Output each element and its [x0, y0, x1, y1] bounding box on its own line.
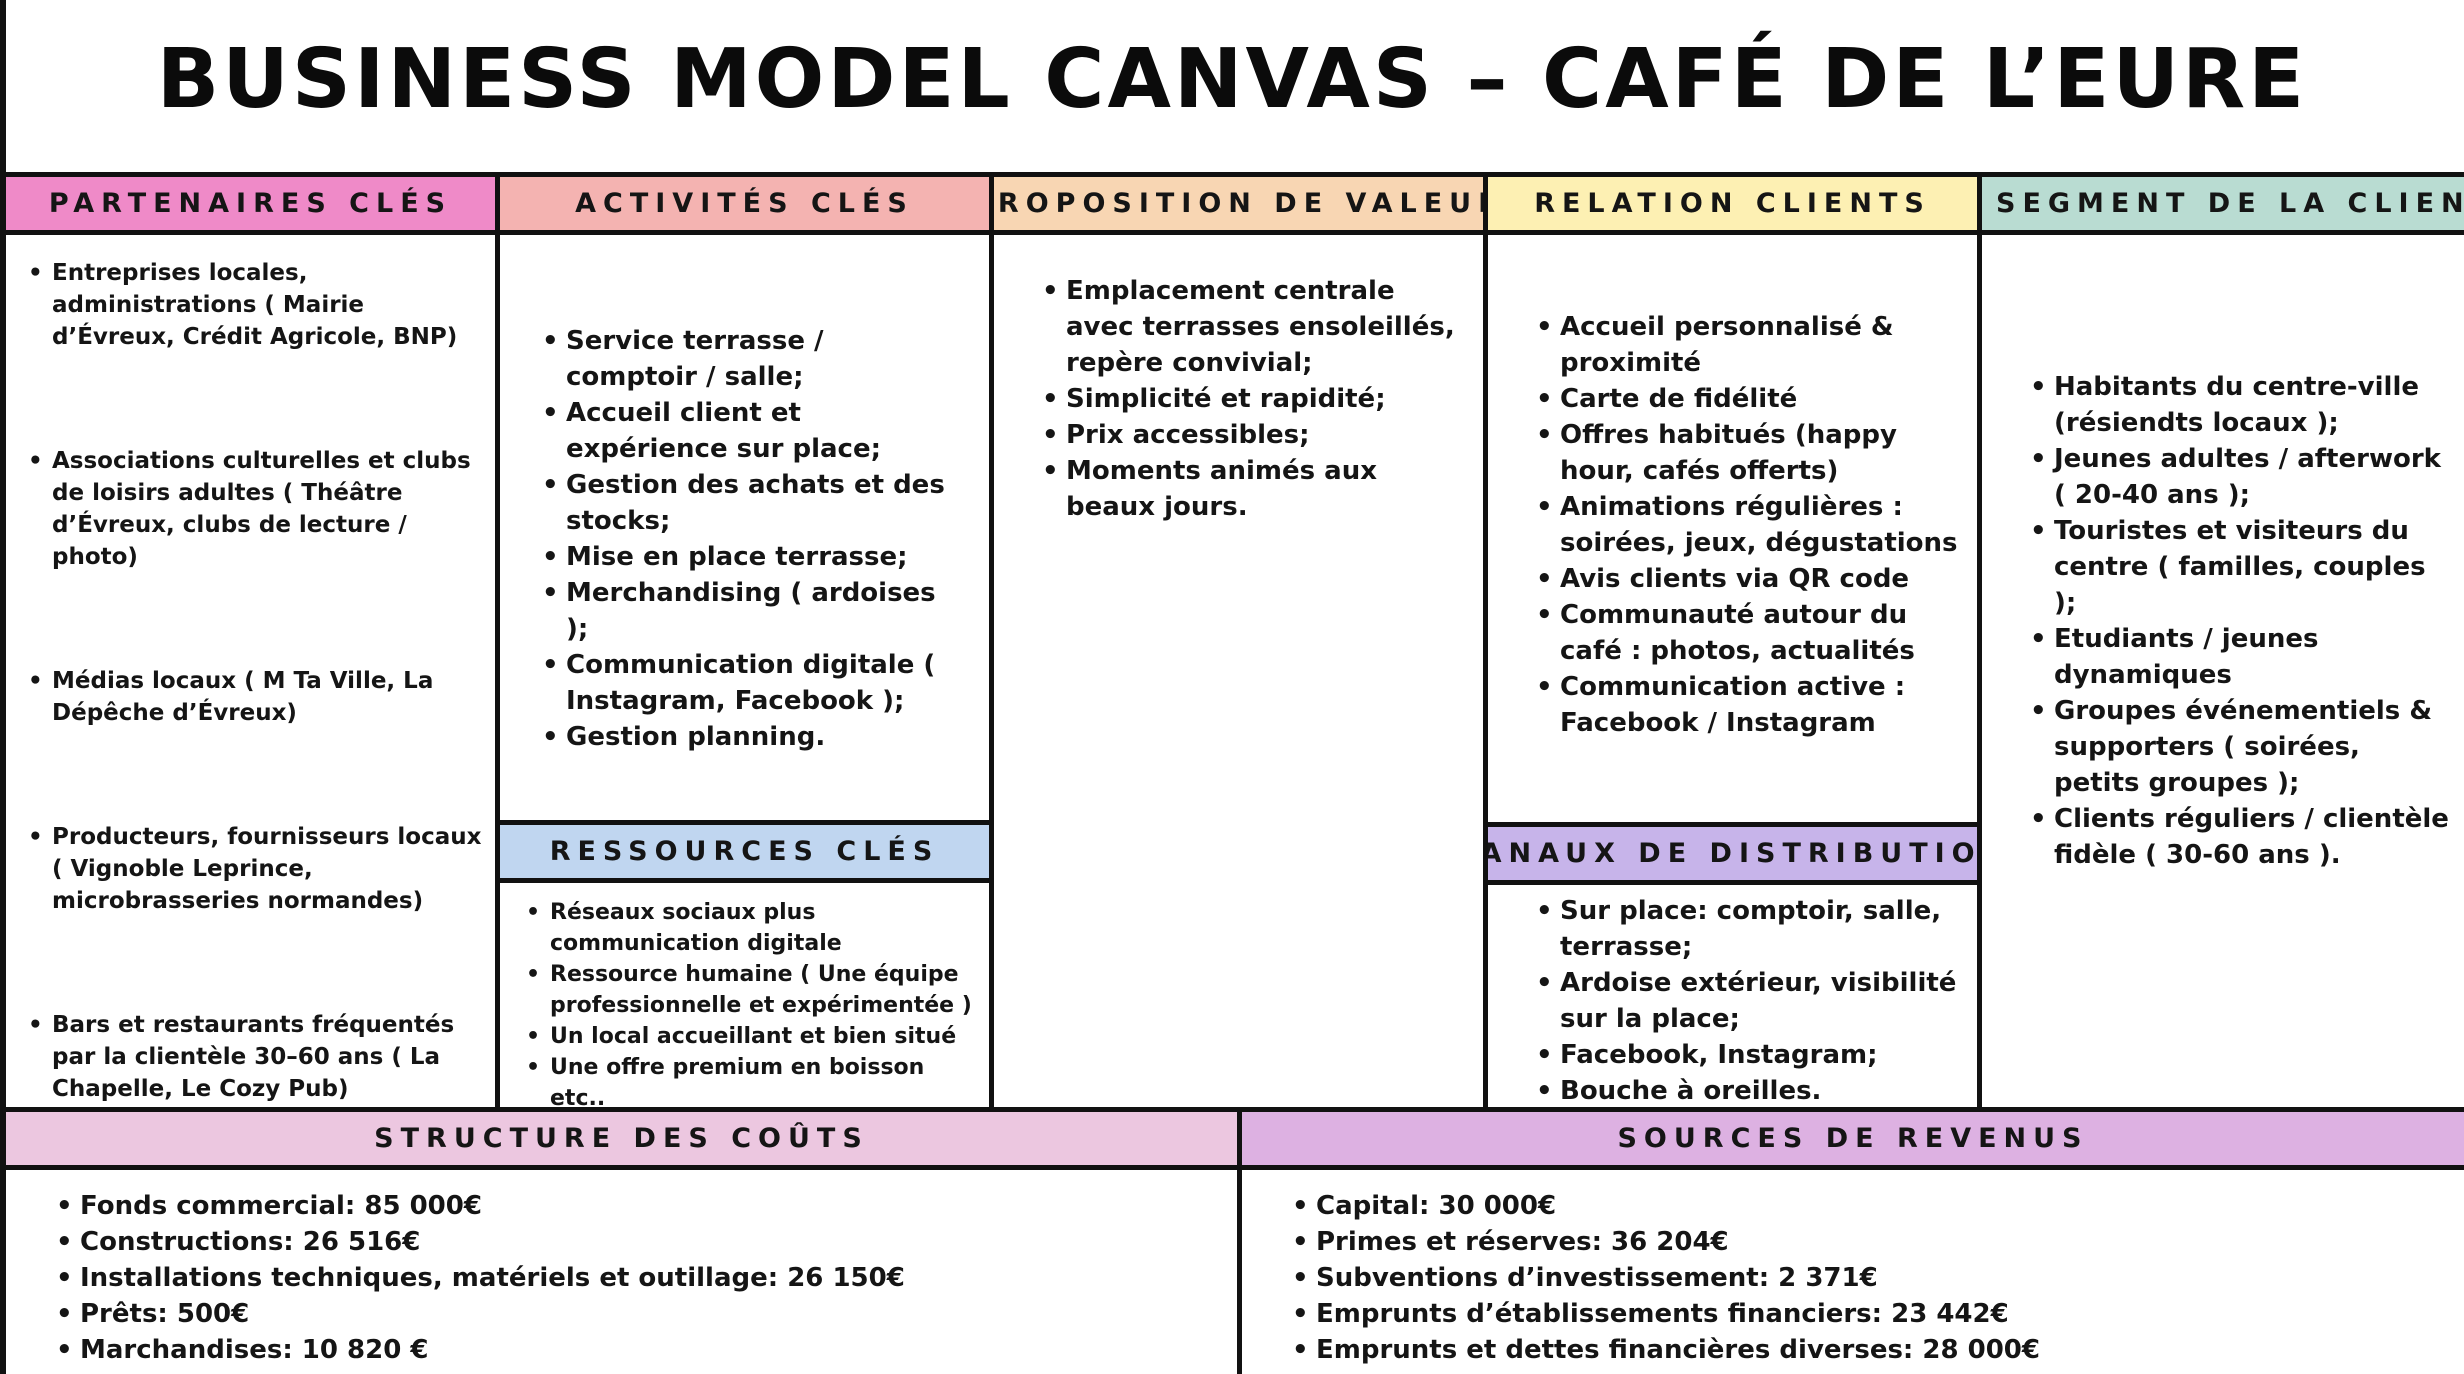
- list-item: Un local accueillant et bien situé: [524, 1021, 979, 1052]
- list-item: Gestion des achats et des stocks;: [540, 467, 963, 539]
- list-item: Sur place: comptoir, salle, terrasse;: [1534, 893, 1959, 965]
- list-item: Habitants du centre-ville (résiendts loc…: [2028, 369, 2452, 441]
- page-title: BUSINESS MODEL CANVAS – CAFÉ DE L’EURE: [156, 32, 2308, 127]
- list-item: Ressource humaine ( Une équipe professio…: [524, 959, 979, 1021]
- list-item: Simplicité et rapidité;: [1040, 381, 1461, 417]
- list-item: Associations culturelles et clubs de loi…: [26, 445, 485, 573]
- channels-list: Sur place: comptoir, salle, terrasse;Ard…: [1534, 893, 1959, 1107]
- page-left-border: [0, 0, 6, 1374]
- list-item: Service terrasse / comptoir / salle;: [540, 323, 963, 395]
- block-key-partners: Partenaires clés Entreprises locales, ad…: [6, 177, 500, 1112]
- list-item: Réseaux sociaux plus communication digit…: [524, 897, 979, 959]
- list-item: Merchandising ( ardoises );: [540, 575, 963, 647]
- list-item: Emplacement centrale avec terrasses enso…: [1040, 273, 1461, 381]
- list-item: Primes et réserves: 36 204€: [1290, 1224, 2444, 1260]
- list-item: Capital: 30 000€: [1290, 1188, 2444, 1224]
- list-item: Bars et restaurants fréquentés par la cl…: [26, 1009, 485, 1105]
- list-item: Groupes événementiels & supporters ( soi…: [2028, 693, 2452, 801]
- list-item: Ardoise extérieur, visibilité sur la pla…: [1534, 965, 1959, 1037]
- list-item: Accueil personnalisé & proximité: [1534, 309, 1959, 381]
- list-item: Une offre premium en boisson etc..: [524, 1052, 979, 1107]
- customer-relationships-list: Accueil personnalisé & proximitéCarte de…: [1534, 309, 1959, 741]
- block-customer-relationships: Relation clients Accueil personnalisé & …: [1488, 177, 1982, 827]
- list-item: Fonds commercial: 85 000€: [54, 1188, 1217, 1224]
- cost-structure-header: Structure des coûts: [6, 1112, 1237, 1170]
- list-item: Marchandises: 10 820 €: [54, 1332, 1217, 1368]
- list-item: Jeunes adultes / afterwork ( 20-40 ans )…: [2028, 441, 2452, 513]
- list-item: Communauté autour du café : photos, actu…: [1534, 597, 1959, 669]
- list-item: Prêts: 500€: [54, 1296, 1217, 1332]
- revenue-streams-header: Sources de revenus: [1242, 1112, 2464, 1170]
- block-key-activities: Activités clés Service terrasse / compto…: [500, 177, 994, 825]
- list-item: Constructions: 26 516€: [54, 1224, 1217, 1260]
- list-item: Communication active : Facebook / Instag…: [1534, 669, 1959, 741]
- value-proposition-header: Proposition de valeur: [994, 177, 1483, 235]
- key-resources-list: Réseaux sociaux plus communication digit…: [524, 897, 979, 1107]
- list-item: Bouche à oreilles.: [1534, 1073, 1959, 1107]
- list-item: Producteurs, fournisseurs locaux ( Vigno…: [26, 821, 485, 917]
- value-proposition-list: Emplacement centrale avec terrasses enso…: [1040, 273, 1461, 525]
- block-value-proposition: Proposition de valeur Emplacement centra…: [994, 177, 1488, 1112]
- list-item: Facebook, Instagram;: [1534, 1037, 1959, 1073]
- cost-structure-list: Fonds commercial: 85 000€Constructions: …: [54, 1188, 1217, 1368]
- list-item: Gestion planning.: [540, 719, 963, 755]
- key-activities-header: Activités clés: [500, 177, 989, 235]
- list-item: Offres habitués (happy hour, cafés offer…: [1534, 417, 1959, 489]
- list-item: Emprunts et dettes financières diverses:…: [1290, 1332, 2444, 1368]
- list-item: Installations techniques, matériels et o…: [54, 1260, 1217, 1296]
- list-item: Moments animés aux beaux jours.: [1040, 453, 1461, 525]
- list-item: Etudiants / jeunes dynamiques: [2028, 621, 2452, 693]
- list-item: Touristes et visiteurs du centre ( famil…: [2028, 513, 2452, 621]
- list-item: Subventions d’investissement: 2 371€: [1290, 1260, 2444, 1296]
- list-item: Médias locaux ( M Ta Ville, La Dépêche d…: [26, 665, 485, 729]
- list-item: Entreprises locales, administrations ( M…: [26, 257, 485, 353]
- business-model-canvas: Partenaires clés Entreprises locales, ad…: [6, 172, 2464, 1374]
- key-activities-list: Service terrasse / comptoir / salle;Accu…: [540, 323, 963, 755]
- list-item: Carte de fidélité: [1534, 381, 1959, 417]
- revenue-streams-list: Capital: 30 000€Primes et réserves: 36 2…: [1290, 1188, 2444, 1368]
- key-partners-header: Partenaires clés: [6, 177, 495, 235]
- channels-header: Canaux de distribution: [1488, 827, 1977, 885]
- list-item: Communication digitale ( Instagram, Face…: [540, 647, 963, 719]
- list-item: Accueil client et expérience sur place;: [540, 395, 963, 467]
- block-customer-segments: Segment de la clientèle Habitants du cen…: [1982, 177, 2464, 1112]
- list-item: Animations régulières : soirées, jeux, d…: [1534, 489, 1959, 561]
- customer-segments-list: Habitants du centre-ville (résiendts loc…: [2028, 369, 2452, 873]
- list-item: Clients réguliers / clientèle fidèle ( 3…: [2028, 801, 2452, 873]
- list-item: Emprunts d’établissements financiers: 23…: [1290, 1296, 2444, 1332]
- list-item: Avis clients via QR code: [1534, 561, 1959, 597]
- key-resources-header: Ressources clés: [500, 825, 989, 883]
- list-item: Mise en place terrasse;: [540, 539, 963, 575]
- block-channels: Canaux de distribution Sur place: compto…: [1488, 827, 1982, 1112]
- block-cost-structure: Structure des coûts Fonds commercial: 85…: [6, 1112, 1242, 1374]
- customer-relationships-header: Relation clients: [1488, 177, 1977, 235]
- customer-segments-header: Segment de la clientèle: [1982, 177, 2464, 235]
- block-revenue-streams: Sources de revenus Capital: 30 000€Prime…: [1242, 1112, 2464, 1374]
- list-item: Prix accessibles;: [1040, 417, 1461, 453]
- key-partners-list: Entreprises locales, administrations ( M…: [26, 257, 485, 1107]
- block-key-resources: Ressources clés Réseaux sociaux plus com…: [500, 825, 994, 1112]
